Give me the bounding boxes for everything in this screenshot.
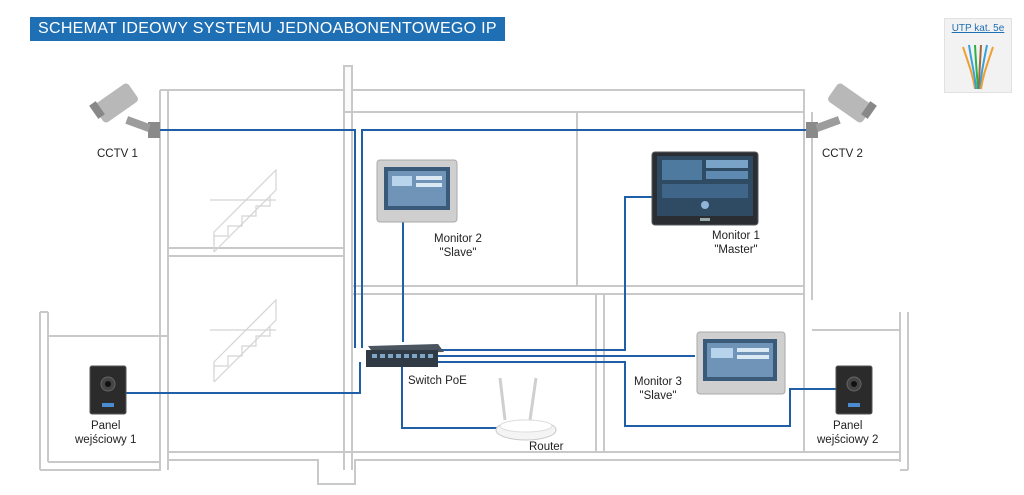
monitor2-label-line2: "Slave" [439,247,477,259]
cctv1-label: CCTV 1 [97,148,138,160]
cable-legend: UTP kat. 5e [944,18,1012,93]
monitor3-label-line1: Monitor 3 [634,376,682,388]
cable-cctv1 [155,129,356,348]
router-device-icon [495,377,557,441]
panel1-label: Panel wejściowy 1 [75,419,136,447]
monitor3-device-icon [696,331,786,395]
monitor2-device-icon [376,159,458,223]
panel2-label-line1: Panel [832,420,863,432]
monitor2-label-line1: Monitor 2 [434,233,482,245]
panel1-label-line2: wejściowy 1 [75,434,137,446]
panel1-label-line1: Panel [90,420,121,432]
cable-panel2 [438,361,840,427]
panel2-label: Panel wejściowy 2 [817,419,878,447]
cable-router [401,365,498,429]
diagram-title: SCHEMAT IDEOWY SYSTEMU JEDNOABONENTOWEGO… [30,17,505,41]
cable-monitor1 [438,196,652,351]
cctv2-camera-icon [806,83,877,138]
monitor1-label-line1: Monitor 1 [712,230,760,242]
cctv2-label: CCTV 2 [822,148,863,160]
monitor3-label: Monitor 3 "Slave" [634,375,682,403]
panel2-device-icon [835,365,873,415]
panel2-label-line2: wejściowy 2 [817,434,879,446]
panel1-device-icon [89,365,127,415]
utp-cable-icon [962,44,994,90]
cctv1-camera-icon [89,83,160,138]
cable-cctv2 [361,129,812,348]
switch-poe-device-icon [366,344,444,367]
monitor2-label: Monitor 2 "Slave" [434,232,482,260]
staircase [210,168,277,383]
building-outline [39,65,909,485]
monitor3-label-line2: "Slave" [639,390,677,402]
monitor1-label-line2: "Master" [714,244,758,256]
legend-label: UTP kat. 5e [951,23,1005,34]
router-label: Router [529,441,564,453]
cable-panel1 [126,362,361,394]
utp-cables [126,129,840,429]
switch-label: Switch PoE [408,375,467,387]
monitor1-label: Monitor 1 "Master" [712,229,760,257]
monitor1-device-icon [651,151,759,226]
